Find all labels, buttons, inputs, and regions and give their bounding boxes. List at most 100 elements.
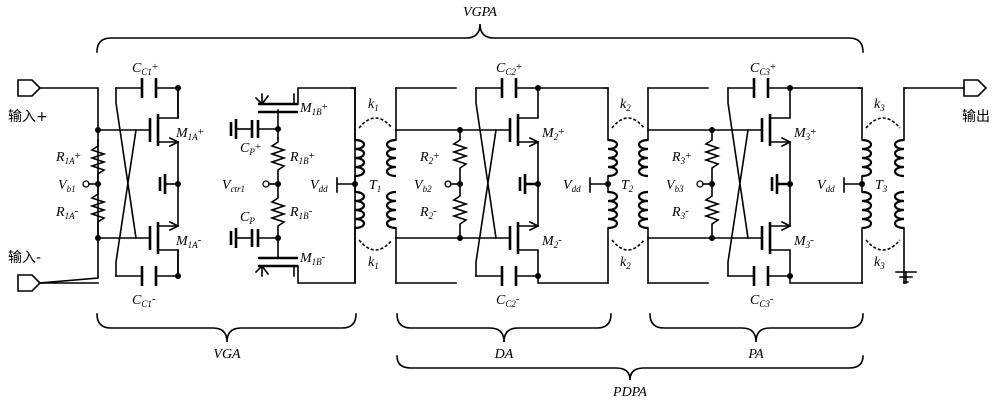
junction-dot: [275, 235, 281, 241]
cp-plus-capacitor-icon: [250, 120, 260, 138]
m1a-minus-transistor-icon: [148, 222, 160, 254]
junction-dot: [787, 273, 793, 279]
t2-primary-bottom-coil-icon: [607, 190, 619, 230]
junction-dot: [275, 126, 281, 132]
m3-plus-label: M3+: [793, 126, 816, 142]
r2-minus-label: R2-: [419, 205, 437, 221]
da-m-plus-transistor-icon: [508, 114, 520, 146]
pa-vb-terminal-icon[interactable]: [696, 180, 704, 188]
vga-brace: [96, 313, 357, 343]
cc1-top-capacitor-icon: [140, 78, 158, 98]
pa-label: PA: [747, 347, 764, 362]
output-label: 输出: [962, 109, 990, 125]
wire: [168, 136, 180, 148]
t2-secondary-top-coil-icon: [637, 138, 649, 178]
t2-bottom-coupling-arrow-icon: [611, 239, 645, 251]
m1b-plus-label: M1B+: [299, 101, 328, 117]
wire: [97, 129, 151, 239]
wire: [254, 264, 295, 277]
wire: [517, 183, 540, 277]
r1a-plus-label: R1A+: [55, 150, 81, 166]
pa-m-minus-transistor-icon: [760, 222, 772, 254]
input-minus-port-icon[interactable]: [17, 274, 42, 292]
k1-bottom-label: k1: [368, 255, 379, 271]
vb1-terminal-icon[interactable]: [82, 180, 90, 188]
pdpa-brace: [396, 355, 864, 381]
t1-primary-top-coil-icon: [354, 138, 366, 178]
junction-dot: [95, 235, 101, 241]
input-plus-port-icon[interactable]: [17, 79, 42, 97]
da-brace: [396, 313, 612, 343]
da-r-minus-resistor-icon: [451, 183, 469, 239]
cp-minus-capacitor-icon: [250, 229, 260, 247]
t1-secondary-top-coil-icon: [385, 138, 397, 178]
m1b-minus-transistor-icon: [258, 256, 298, 268]
wire: [254, 93, 295, 106]
junction-dot: [535, 85, 541, 91]
t3-label: T3: [875, 178, 888, 194]
pa-r-minus-resistor-icon: [703, 183, 721, 239]
r1a-minus-resistor-icon: [89, 183, 107, 239]
k2-bottom-label: k2: [620, 255, 631, 271]
t1-secondary-bottom-coil-icon: [385, 190, 397, 230]
vgpa-brace: [96, 23, 864, 53]
t1-primary-bottom-coil-icon: [354, 190, 366, 230]
junction-dot: [95, 181, 101, 187]
junction-dot: [605, 181, 611, 187]
pa-brace: [649, 313, 864, 343]
junction-dot: [787, 85, 793, 91]
t1-label: T1: [369, 178, 381, 194]
t2-secondary-bottom-coil-icon: [637, 190, 649, 230]
junction-dot: [175, 181, 181, 187]
pa-cc-bottom-capacitor-icon: [752, 266, 770, 286]
cc3-top-label: CC3+: [750, 61, 776, 77]
da-cc-top-capacitor-icon: [500, 78, 518, 98]
r2-plus-label: R2+: [419, 150, 439, 166]
da-cc-bottom-capacitor-icon: [500, 266, 518, 286]
vb1-label: Vb1: [58, 178, 76, 194]
vctr1-terminal-icon[interactable]: [262, 180, 270, 188]
cc2-top-label: CC2+: [496, 61, 522, 77]
junction-dot: [709, 127, 715, 133]
output-port-icon[interactable]: [963, 79, 988, 97]
vb3-label: Vb3: [666, 178, 684, 194]
wire: [769, 87, 792, 185]
m1a-plus-transistor-icon: [148, 114, 160, 146]
k3-bottom-label: k3: [874, 255, 885, 271]
m1a-plus-label: M1A+: [175, 126, 204, 142]
r1a-minus-label: R1A-: [55, 205, 79, 221]
t2-primary-top-coil-icon: [607, 138, 619, 178]
cp-plus-label: CP+: [240, 141, 261, 157]
junction-dot: [709, 235, 715, 241]
da-r-plus-resistor-icon: [451, 129, 469, 185]
dynamic-elements: [336, 78, 907, 286]
m1a-minus-label: M1A-: [175, 234, 202, 250]
wire: [647, 129, 763, 239]
wire: [168, 220, 180, 232]
vdd-t3-label: Vdd: [817, 178, 835, 194]
vgpa-label: VGPA: [463, 5, 497, 20]
pdpa-label: PDPA: [612, 385, 647, 400]
wire: [157, 183, 179, 277]
junction-dot: [175, 85, 181, 91]
junction-dot: [535, 273, 541, 279]
pa-m-plus-transistor-icon: [760, 114, 772, 146]
da-m-minus-transistor-icon: [508, 222, 520, 254]
r1b-plus-label: R1B+: [289, 150, 315, 166]
t3-primary-bottom-coil-icon: [861, 190, 873, 230]
t2-top-coupling-arrow-icon: [611, 117, 645, 129]
wire: [475, 87, 539, 277]
r1b-plus-resistor-icon: [269, 137, 287, 185]
m1b-minus-label: M1B-: [299, 251, 326, 267]
da-vb-terminal-icon[interactable]: [444, 180, 452, 188]
t1-bottom-coupling-arrow-icon: [358, 239, 393, 251]
r1b-minus-label: R1B-: [289, 205, 313, 221]
t1-top-coupling-arrow-icon: [358, 117, 393, 129]
wire: [395, 87, 457, 284]
vdd-t2-label: Vdd: [563, 178, 581, 194]
junction-dot: [352, 181, 358, 187]
wire: [115, 87, 137, 277]
m2-minus-label: M2-: [541, 234, 562, 250]
r1a-plus-resistor-icon: [89, 139, 107, 185]
